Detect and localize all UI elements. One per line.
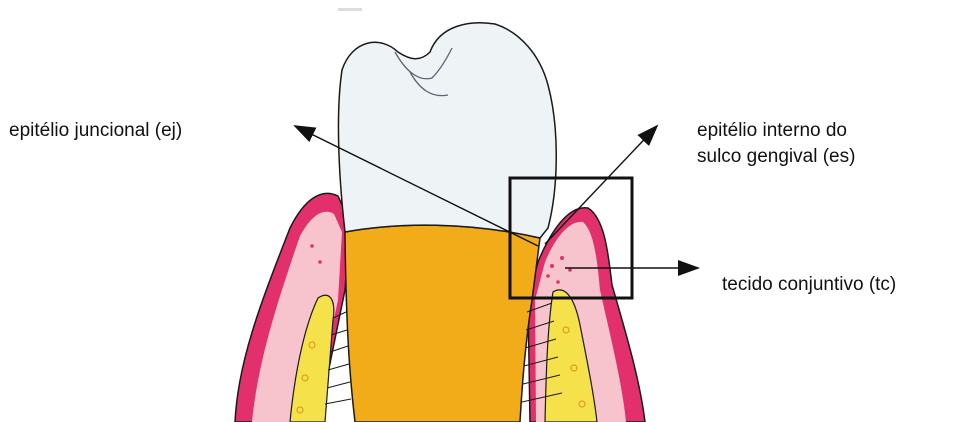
label-sulcular-epithelium-line2: sulco gengival (es): [697, 144, 855, 170]
artifact-mark: [338, 8, 362, 11]
label-sulcular-epithelium: epitélio interno do sulco gengival (es): [697, 118, 855, 170]
tooth-crown-enamel: [338, 23, 556, 238]
label-sulcular-epithelium-line1: epitélio interno do: [697, 118, 855, 144]
label-junctional-epithelium: epitélio juncional (ej): [9, 118, 182, 144]
label-connective-tissue: tecido conjuntivo (tc): [722, 272, 896, 298]
